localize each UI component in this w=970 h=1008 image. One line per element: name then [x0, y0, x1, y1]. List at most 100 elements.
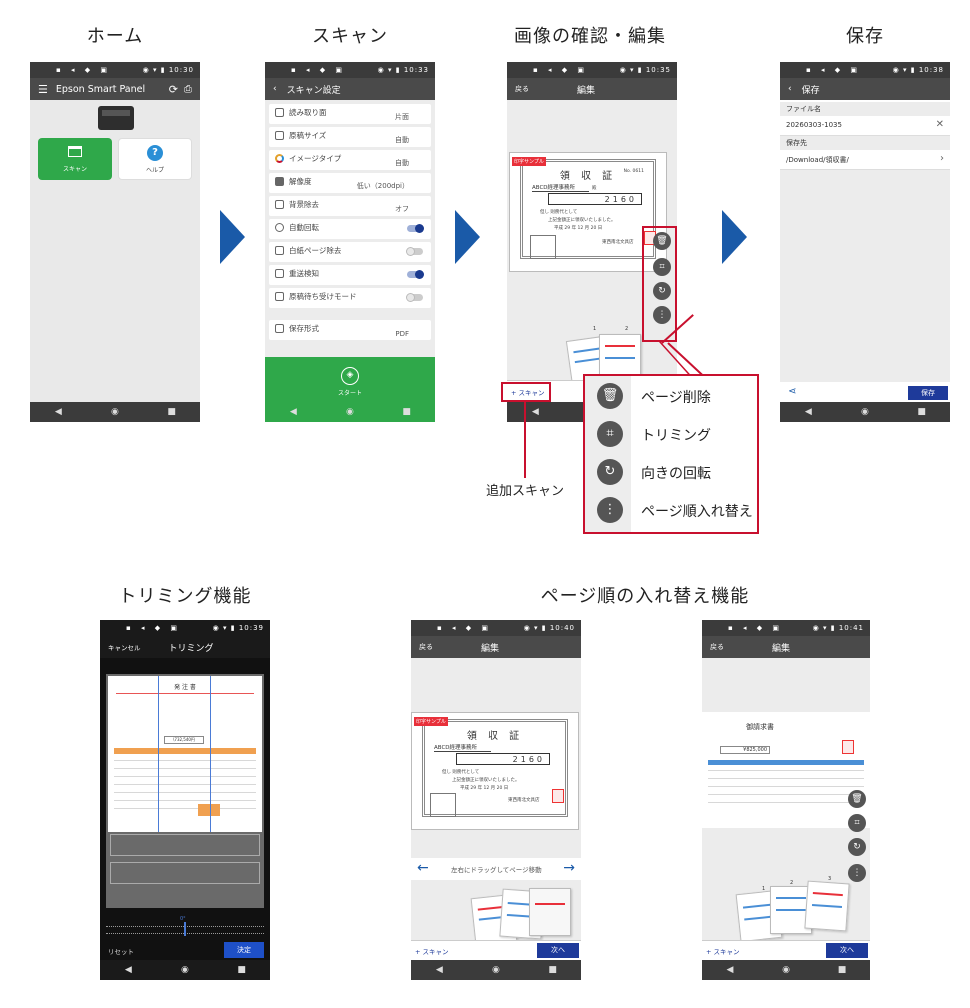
home-nav-icon[interactable]: ◉ — [861, 407, 869, 417]
trash-icon[interactable]: 🗑 — [653, 232, 671, 250]
crop-icon[interactable]: ⌗ — [848, 814, 866, 832]
back-arrow-icon[interactable]: ‹ — [788, 84, 792, 94]
home-nav-icon[interactable]: ◉ — [181, 965, 189, 975]
menu-item-trim[interactable]: ⌗トリミング — [585, 416, 757, 454]
rotation-angle: 0° — [180, 916, 186, 922]
save-button[interactable]: 保存 — [908, 386, 948, 400]
phone-edit: ▪ ◂ ◆ ▣ ◉ ▾ ▮ 10:35 戻る 編集 印字サンプル 領 収 証 N… — [507, 62, 677, 422]
setting-row[interactable]: 重送検知 — [269, 265, 431, 285]
arrow-left-icon[interactable]: ← — [417, 860, 429, 876]
more-vertical-icon[interactable]: ⋮ — [848, 864, 866, 882]
trash-icon[interactable]: 🗑 — [848, 790, 866, 808]
app-bar: ‹ スキャン設定 — [265, 78, 435, 100]
add-scan-button[interactable]: + スキャン — [511, 389, 545, 397]
rotation-slider-handle[interactable] — [184, 922, 186, 936]
cancel-button[interactable]: キャンセル — [108, 644, 141, 652]
menu-item-rotate[interactable]: ↻向きの回転 — [585, 454, 757, 492]
setting-row[interactable]: 自動回転 — [269, 219, 431, 239]
next-button[interactable]: 次へ — [826, 943, 868, 958]
setting-row[interactable]: 原稿待ち受けモード — [269, 288, 431, 308]
double-feed-toggle[interactable] — [407, 270, 424, 279]
arrow-right-icon[interactable]: → — [563, 860, 575, 876]
status-bar: ▪ ◂ ◆ ▣ ◉ ▾ ▮ 10:38 — [780, 62, 950, 78]
next-button[interactable]: 次へ — [537, 943, 579, 958]
home-nav-icon[interactable]: ◉ — [346, 407, 354, 417]
back-nav-icon[interactable]: ◀ — [531, 407, 539, 417]
scan-button[interactable]: スキャン — [38, 138, 112, 180]
recents-nav-icon[interactable]: ■ — [402, 407, 411, 417]
resolution-icon — [275, 177, 284, 186]
printer-settings-icon[interactable]: ⎙ — [184, 83, 192, 95]
nav-bar: ◀ ◉ ■ — [702, 960, 870, 980]
reset-button[interactable]: リセット — [108, 948, 134, 956]
back-nav-icon[interactable]: ◀ — [289, 407, 297, 417]
heading-home: ホーム — [86, 26, 144, 47]
edit-title: 編集 — [577, 85, 596, 96]
home-nav-icon[interactable]: ◉ — [782, 965, 790, 975]
more-vertical-icon[interactable]: ⋮ — [653, 306, 671, 324]
auto-rotate-toggle[interactable] — [407, 224, 424, 233]
home-nav-icon[interactable]: ◉ — [111, 407, 119, 417]
background-removal-icon — [275, 200, 284, 209]
rotate-icon[interactable]: ↻ — [653, 282, 671, 300]
help-button[interactable]: ? ヘルプ — [118, 138, 192, 180]
nav-bar: ◀ ◉ ■ — [265, 402, 435, 422]
recents-nav-icon[interactable]: ■ — [548, 965, 557, 975]
back-nav-icon[interactable]: ◀ — [124, 965, 132, 975]
recents-nav-icon[interactable]: ■ — [917, 407, 926, 417]
phone-save: ▪ ◂ ◆ ▣ ◉ ▾ ▮ 10:38 ‹ 保存 ファイル名 20260303-… — [780, 62, 950, 422]
start-icon: ◈ — [341, 367, 359, 385]
rotate-icon[interactable]: ↻ — [848, 838, 866, 856]
bottom-bar: + スキャン 次へ — [411, 940, 581, 960]
status-bar: ▪ ◂ ◆ ▣ ◉ ▾ ▮ 10:41 — [702, 620, 870, 636]
share-icon[interactable]: ⋖ — [788, 386, 797, 397]
standby-toggle[interactable] — [406, 293, 423, 302]
setting-row[interactable]: 解像度低い（200dpi） — [269, 173, 431, 193]
page-thumbnail[interactable] — [804, 880, 850, 932]
clear-icon[interactable]: ✕ — [935, 119, 944, 130]
standby-icon — [275, 292, 284, 301]
menu-item-reorder[interactable]: ⋮ページ順入れ替え — [585, 492, 757, 530]
page-thumbnail[interactable] — [529, 888, 571, 936]
back-nav-icon[interactable]: ◀ — [804, 407, 812, 417]
heading-trim: トリミング機能 — [118, 586, 252, 607]
setting-row[interactable]: 読み取り面片面 — [269, 104, 431, 124]
destination-label: 保存先 — [780, 136, 950, 150]
setting-row[interactable]: 白紙ページ除去 — [269, 242, 431, 262]
chevron-right-icon: › — [940, 153, 944, 164]
receipt-page: 印字サンプル 領 収 証 No. 0611 ABCD経理事務所 殿 2160 但… — [509, 152, 667, 272]
nav-bar: ◀ ◉ ■ — [780, 402, 950, 422]
back-button[interactable]: 戻る — [710, 643, 724, 651]
side-icon — [275, 108, 284, 117]
setting-row[interactable]: 背景除去オフ — [269, 196, 431, 216]
add-scan-button[interactable]: + スキャン — [415, 948, 449, 956]
fab-highlight-box — [642, 226, 677, 342]
menu-icon[interactable]: ☰ — [38, 82, 48, 96]
filename-field[interactable]: 20260303-1035 ✕ — [780, 116, 950, 136]
setting-row[interactable]: 原稿サイズ自動 — [269, 127, 431, 147]
blank-page-toggle[interactable] — [406, 247, 423, 256]
recents-nav-icon[interactable]: ■ — [837, 965, 847, 975]
crop-icon[interactable]: ⌗ — [653, 258, 671, 276]
app-bar: ‹ 保存 — [780, 78, 950, 100]
recents-nav-icon[interactable]: ■ — [167, 407, 176, 417]
back-nav-icon[interactable]: ◀ — [435, 965, 443, 975]
app-bar: 戻る 編集 — [411, 636, 581, 658]
back-button[interactable]: 戻る — [419, 643, 433, 651]
back-arrow-icon[interactable]: ‹ — [273, 84, 277, 94]
destination-field[interactable]: /Download/領収書/ › — [780, 150, 950, 170]
back-button[interactable]: 戻る — [515, 85, 529, 93]
recents-nav-icon[interactable]: ■ — [237, 965, 246, 975]
add-scan-button[interactable]: + スキャン — [706, 948, 740, 956]
receipt-title: 領 収 証 — [559, 171, 617, 182]
heading-scan: スキャン — [312, 26, 388, 47]
back-nav-icon[interactable]: ◀ — [54, 407, 62, 417]
page-size-icon — [275, 131, 284, 140]
menu-item-delete[interactable]: 🗑ページ削除 — [585, 378, 757, 416]
setting-row[interactable]: イメージタイプ自動 — [269, 150, 431, 170]
home-nav-icon[interactable]: ◉ — [492, 965, 500, 975]
refresh-icon[interactable]: ⟳ — [168, 82, 178, 96]
back-nav-icon[interactable]: ◀ — [726, 965, 734, 975]
confirm-button[interactable]: 決定 — [224, 942, 264, 958]
